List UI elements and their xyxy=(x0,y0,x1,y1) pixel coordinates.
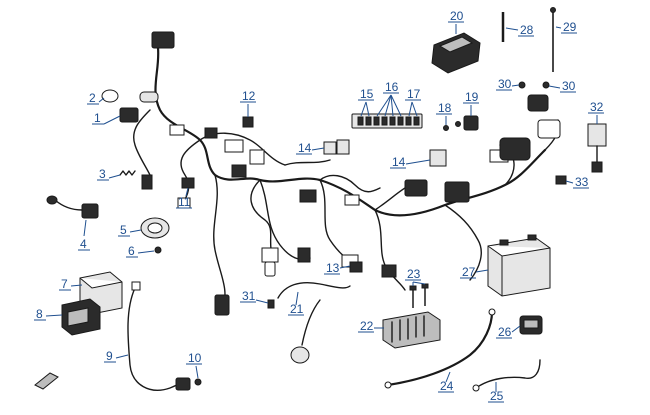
callout-23: 23 xyxy=(407,267,421,281)
callout-14-lower: 14 xyxy=(392,155,406,169)
callout-28: 28 xyxy=(520,23,534,37)
part-5-horn xyxy=(140,217,170,239)
harness-connectors xyxy=(141,31,561,316)
part-4-sensor xyxy=(46,195,99,219)
part-ignition-relay xyxy=(527,94,549,112)
part-30-nut-right xyxy=(542,81,550,89)
callout-1: 1 xyxy=(94,111,101,125)
part-23-bolts xyxy=(409,283,429,308)
callout-9: 9 xyxy=(106,349,113,363)
part-15-16-17-fuse-block xyxy=(351,113,423,129)
callout-14-upper: 14 xyxy=(298,141,312,155)
callout-29: 29 xyxy=(563,20,577,34)
callout-22: 22 xyxy=(360,319,374,333)
callout-12: 12 xyxy=(242,89,256,103)
callout-7: 7 xyxy=(61,277,68,291)
small-bracket-part xyxy=(34,372,59,390)
part-21-cable xyxy=(277,281,351,364)
callout-26: 26 xyxy=(498,325,512,339)
callout-5: 5 xyxy=(120,223,127,237)
part-10-bolt xyxy=(194,378,202,386)
callout-18: 18 xyxy=(438,101,452,115)
part-33-clip xyxy=(555,175,567,185)
part-9-cable xyxy=(127,281,191,391)
part-12-fuse xyxy=(242,116,254,128)
part-32-connector xyxy=(587,123,607,173)
callout-8: 8 xyxy=(36,307,43,321)
part-3-spring xyxy=(119,170,136,176)
part-29-antenna xyxy=(550,7,556,72)
part-1-connector xyxy=(119,107,139,123)
part-14-relay-upper xyxy=(323,139,350,155)
part-25-ground-cable xyxy=(472,359,541,392)
callout-31: 31 xyxy=(242,289,256,303)
callout-6: 6 xyxy=(128,244,135,258)
callout-19: 19 xyxy=(465,90,479,104)
part-2-ring-clip xyxy=(101,89,159,103)
part-27-battery xyxy=(487,234,551,297)
part-20-module xyxy=(431,32,481,74)
part-24-battery-cable xyxy=(384,308,496,389)
callout-32: 32 xyxy=(590,100,604,114)
callout-11: 11 xyxy=(178,195,191,209)
callout-15: 15 xyxy=(360,87,374,101)
part-26-starter-relay xyxy=(519,315,543,335)
part-11-connector xyxy=(181,177,195,189)
callout-13: 13 xyxy=(326,261,340,275)
part-30-nut-left xyxy=(518,81,526,89)
callout-27: 27 xyxy=(462,265,476,279)
callout-4: 4 xyxy=(80,237,87,251)
callout-30-right: 30 xyxy=(562,79,576,93)
callout-2: 2 xyxy=(89,91,96,105)
part-18-bolts xyxy=(443,121,461,131)
part-13-connector xyxy=(349,261,363,273)
callout-3: 3 xyxy=(99,167,106,181)
callout-24: 24 xyxy=(440,379,454,393)
callout-17: 17 xyxy=(407,87,421,101)
part-14-relay-lower xyxy=(429,149,447,167)
callout-25: 25 xyxy=(490,389,504,403)
callout-20: 20 xyxy=(450,9,464,23)
callout-labels: 1 2 3 4 5 6 7 8 9 10 xyxy=(34,9,604,403)
callout-16: 16 xyxy=(385,80,399,94)
part-19-switch xyxy=(463,115,479,131)
callout-30-left: 30 xyxy=(498,77,512,91)
part-22-regulator xyxy=(382,311,441,349)
callout-21: 21 xyxy=(290,302,304,316)
part-31-screw xyxy=(267,299,275,309)
callout-10: 10 xyxy=(188,351,202,365)
part-8-holder xyxy=(61,298,101,336)
part-6-screw xyxy=(154,246,162,254)
callout-33: 33 xyxy=(575,175,589,189)
